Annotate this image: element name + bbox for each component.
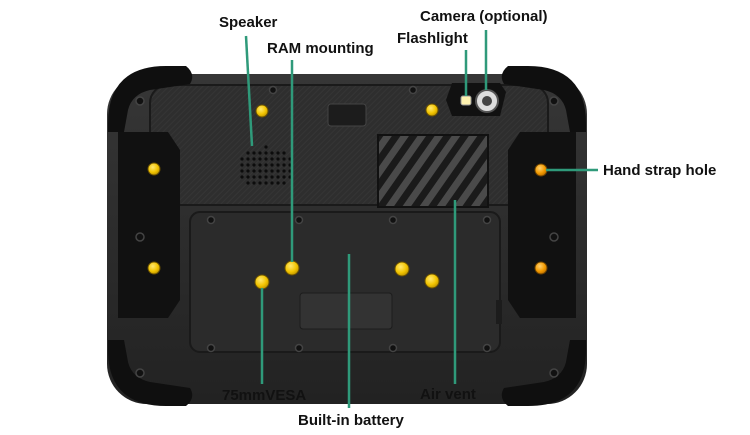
speaker-hole: [258, 175, 262, 179]
speaker-hole: [270, 151, 274, 155]
air-vent-grille: [377, 134, 489, 208]
speaker-hole: [258, 163, 262, 167]
speaker-hole: [252, 157, 256, 161]
speaker-hole: [258, 151, 262, 155]
speaker-hole: [264, 163, 268, 167]
speaker-label: Speaker: [219, 14, 278, 31]
speaker-grille: [240, 145, 292, 185]
speaker-hole: [240, 157, 244, 161]
speaker-hole: [246, 151, 250, 155]
ram-mounting-label: RAM mounting: [267, 40, 374, 57]
speaker-hole: [252, 181, 256, 185]
speaker-hole: [282, 169, 286, 173]
speaker-hole: [270, 175, 274, 179]
dark-screws: [135, 85, 559, 378]
speaker-hole: [270, 181, 274, 185]
speaker-hole: [264, 157, 268, 161]
battery-label: Built-in battery: [298, 412, 404, 429]
speaker-hole: [270, 169, 274, 173]
flashlight-label: Flashlight: [397, 30, 468, 47]
speaker-hole: [276, 175, 280, 179]
speaker-hole: [264, 151, 268, 155]
speaker-hole: [276, 151, 280, 155]
speaker-hole: [270, 157, 274, 161]
speaker-hole: [276, 163, 280, 167]
speaker-hole: [264, 169, 268, 173]
speaker-leader-line: [244, 35, 254, 147]
speaker-hole: [276, 181, 280, 185]
speaker-hole: [246, 157, 250, 161]
speaker-hole: [276, 169, 280, 173]
speaker-hole: [264, 181, 268, 185]
speaker-hole: [282, 157, 286, 161]
speaker-hole: [276, 157, 280, 161]
side-grips: [118, 132, 576, 318]
camera-label: Camera (optional): [420, 8, 548, 25]
corner-bumpers: [108, 66, 586, 406]
speaker-hole: [240, 169, 244, 173]
speaker-hole: [258, 157, 262, 161]
speaker-hole: [246, 181, 250, 185]
speaker-hole: [282, 175, 286, 179]
speaker-hole: [246, 163, 250, 167]
speaker-hole: [258, 181, 262, 185]
leader-lines: [244, 30, 598, 408]
speaker-hole: [252, 169, 256, 173]
vesa-label: 75mmVESA: [222, 387, 307, 404]
speaker-hole: [264, 175, 268, 179]
hand-strap-hole-label: Hand strap hole: [603, 162, 717, 179]
speaker-hole: [270, 163, 274, 167]
speaker-hole: [282, 151, 286, 155]
speaker-hole: [252, 163, 256, 167]
speaker-hole: [282, 181, 286, 185]
speaker-hole: [252, 151, 256, 155]
speaker-hole: [264, 145, 268, 149]
speaker-hole: [246, 169, 250, 173]
camera-module: [446, 83, 506, 116]
flashlight-icon: [460, 95, 472, 106]
air-vent-label: Air vent: [420, 386, 476, 403]
speaker-hole: [282, 163, 286, 167]
speaker-hole: [240, 163, 244, 167]
speaker-hole: [240, 175, 244, 179]
speaker-hole: [246, 175, 250, 179]
speaker-hole: [252, 175, 256, 179]
speaker-hole: [258, 169, 262, 173]
